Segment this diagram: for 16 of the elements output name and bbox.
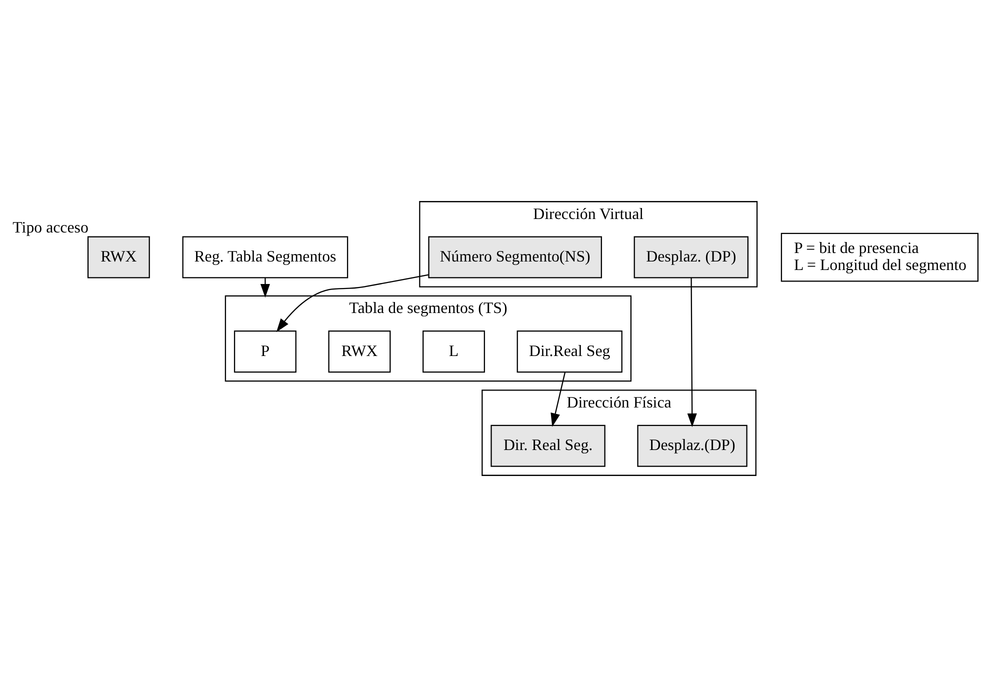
node-box: Desplaz. (DP): [634, 236, 748, 278]
node-box: Número Segmento(NS): [428, 236, 602, 278]
node-box: RWX: [328, 330, 391, 373]
arrow: [260, 278, 270, 298]
arrow: [687, 278, 697, 428]
node-box: RWX: [87, 236, 150, 278]
node-box: P: [234, 330, 296, 373]
node-box: P = bit de presencia L = Longitud del segmento: [780, 232, 979, 282]
arrow: [550, 372, 566, 427]
node-label: Tipo acceso: [12, 220, 88, 237]
node-box: Reg. Tabla Segmentos: [182, 236, 348, 278]
node-box: L: [422, 330, 485, 373]
node-box: Desplaz.(DP): [637, 424, 748, 467]
node-box: Dir. Real Seg.: [490, 424, 606, 467]
arrow: [276, 274, 429, 332]
node-box: Dir.Real Seg: [516, 330, 622, 373]
